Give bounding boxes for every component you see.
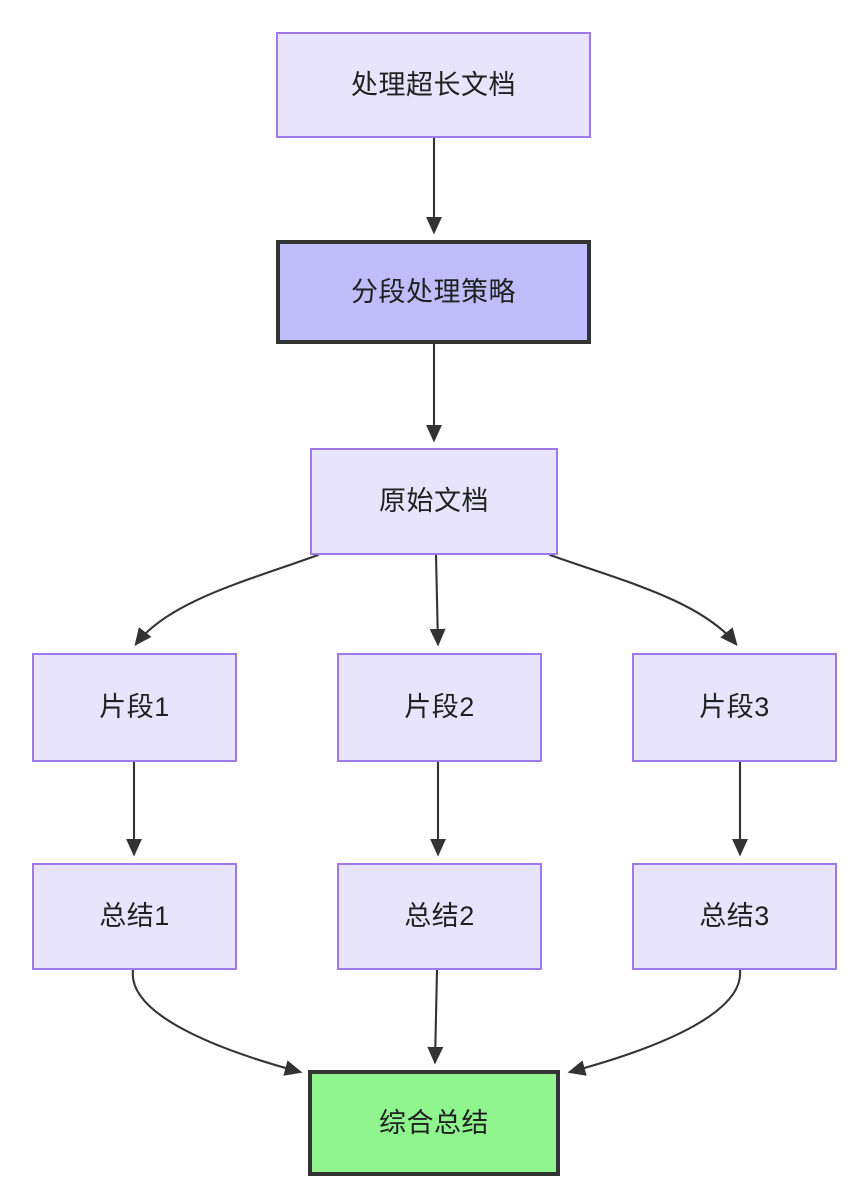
node-label-final: 综合总结	[379, 1107, 489, 1138]
node-chunk2[interactable]: 片段2	[337, 653, 542, 762]
node-label-source: 原始文档	[379, 486, 489, 517]
node-final[interactable]: 综合总结	[308, 1070, 560, 1176]
node-doc[interactable]: 处理超长文档	[276, 32, 591, 138]
node-label-chunk3: 片段3	[699, 692, 770, 723]
node-sum1[interactable]: 总结1	[32, 863, 237, 970]
edge-source-to-chunk3	[548, 553, 738, 646]
edge-sum3-to-final	[567, 968, 742, 1076]
edge-source-to-chunk2	[429, 553, 446, 647]
node-chunk3[interactable]: 片段3	[632, 653, 837, 762]
edge-source-to-chunk1	[134, 553, 320, 646]
node-chunk1[interactable]: 片段1	[32, 653, 237, 762]
edge-sum2-to-final	[427, 968, 444, 1065]
node-label-doc: 处理超长文档	[351, 69, 516, 100]
node-sum2[interactable]: 总结2	[337, 863, 542, 970]
node-label-chunk2: 片段2	[404, 692, 475, 723]
edge-sum1-to-final	[131, 968, 303, 1076]
node-label-strategy: 分段处理策略	[351, 276, 516, 307]
node-label-sum1: 总结1	[99, 901, 170, 932]
node-label-sum3: 总结3	[699, 901, 770, 932]
node-label-sum2: 总结2	[404, 901, 475, 932]
node-sum3[interactable]: 总结3	[632, 863, 837, 970]
node-source[interactable]: 原始文档	[310, 448, 558, 555]
node-label-chunk1: 片段1	[99, 692, 170, 723]
node-strategy[interactable]: 分段处理策略	[276, 240, 591, 344]
